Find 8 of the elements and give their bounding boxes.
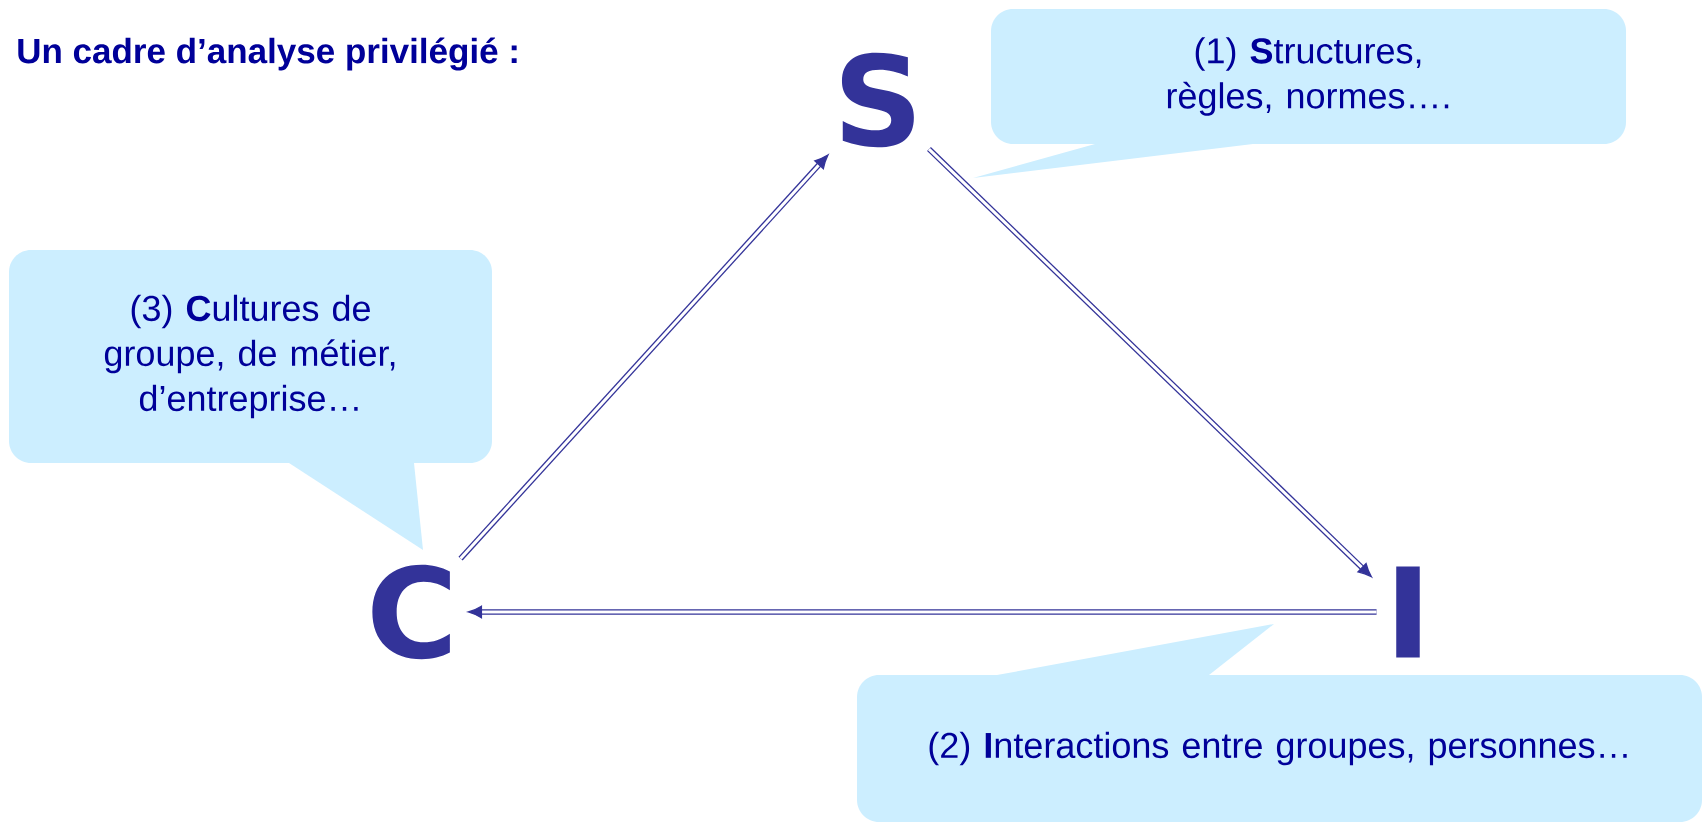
speech-bubble: (1) Structures, règles, normes…. bbox=[973, 9, 1626, 178]
letter-label: S bbox=[841, 52, 914, 148]
heading: Un cadre d’analyse privilégié : bbox=[18, 37, 517, 71]
speech-bubble: (3) Cultures de groupe, de métier, d’entreprise… bbox=[9, 250, 492, 550]
arrow bbox=[467, 605, 1377, 619]
letter-label: C bbox=[372, 564, 450, 660]
arrow bbox=[458, 154, 829, 561]
arrow bbox=[927, 147, 1373, 578]
